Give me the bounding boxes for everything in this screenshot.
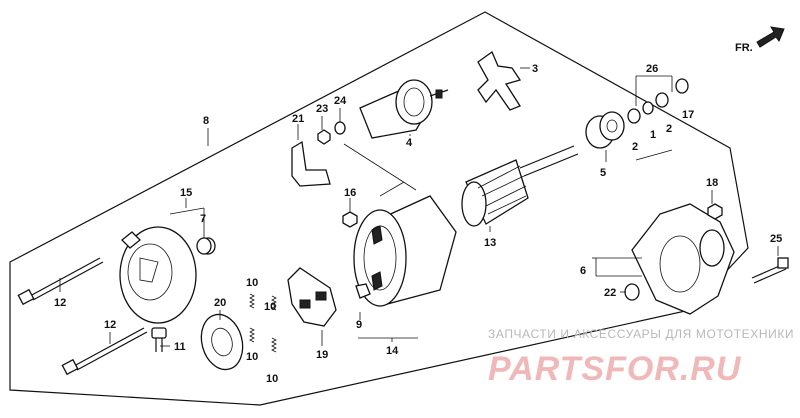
callout-13: 13 [484,237,496,249]
part-26-gear-set [627,78,689,124]
part-4-solenoid [359,79,449,139]
callout-2-b: 2 [666,123,672,135]
callout-26: 26 [646,63,658,75]
part-7-bushing [196,237,216,255]
callout-25: 25 [770,233,782,245]
callout-17: 17 [682,109,694,121]
watermark-tagline: ЗАПЧАСТИ И АКСЕССУАРЫ ДЛЯ МОТОТЕХНИКИ [488,327,794,341]
callout-19: 19 [316,349,328,361]
part-13-armature [461,145,579,227]
callout-14: 14 [386,345,399,357]
callout-12-upper: 12 [54,297,66,309]
part-11-bolt [151,327,167,352]
part-20-brush-plate [200,313,244,371]
part-15-rear-cover [119,226,197,324]
callout-3: 3 [532,63,538,75]
part-5-overrunning-clutch [585,111,625,149]
callout-1: 1 [650,129,656,141]
callout-2-a: 2 [632,141,638,153]
callout-11: 11 [174,341,186,353]
callout-21: 21 [292,113,304,125]
part-22-bushing [624,283,640,301]
part-3-shift-lever [477,51,522,111]
part-25-bolt [751,257,789,284]
callout-15: 15 [180,187,192,199]
callout-20: 20 [214,297,226,309]
arrow-right-up-icon [756,26,785,48]
callout-10-c: 10 [246,351,258,363]
callout-10-a: 10 [246,277,258,289]
front-marker-label: FR. [735,42,753,54]
callout-10-b: 10 [264,301,276,313]
callout-6: 6 [580,265,586,277]
callout-9: 9 [356,319,362,331]
part-21-terminal [291,140,331,187]
front-direction-marker: FR. [735,26,785,54]
callout-7: 7 [200,213,206,225]
part-24-washer [334,121,346,135]
callout-18: 18 [706,177,718,189]
part-6-front-housing [631,203,735,315]
part-12-through-bolt-lower [61,327,148,376]
callout-5: 5 [600,167,606,179]
watermark-logo: PARTSFOR.RU [488,350,742,388]
callout-10-d: 10 [266,373,278,385]
part-18-nut [707,203,723,220]
watermark: ЗАПЧАСТИ И АКСЕССУАРЫ ДЛЯ МОТОТЕХНИКИ PA… [488,327,794,388]
part-10-springs [249,293,277,353]
part-16-nut [342,211,358,228]
callout-16: 16 [344,187,356,199]
callout-8: 8 [203,115,209,127]
callout-12-lower: 12 [104,319,116,331]
part-14-yoke [353,195,457,307]
part-19-brush-holder [287,267,337,327]
part-9-clip [355,283,371,299]
callout-4: 4 [406,137,413,149]
callout-labels: 8 15 7 12 12 11 20 10 10 10 10 19 21 23 … [54,63,782,385]
callout-24: 24 [334,95,347,107]
part-23-nut [317,129,331,145]
callout-23: 23 [316,103,328,115]
leader-lines [59,67,779,347]
callout-22: 22 [604,287,616,299]
part-12-through-bolt-upper [17,257,104,306]
